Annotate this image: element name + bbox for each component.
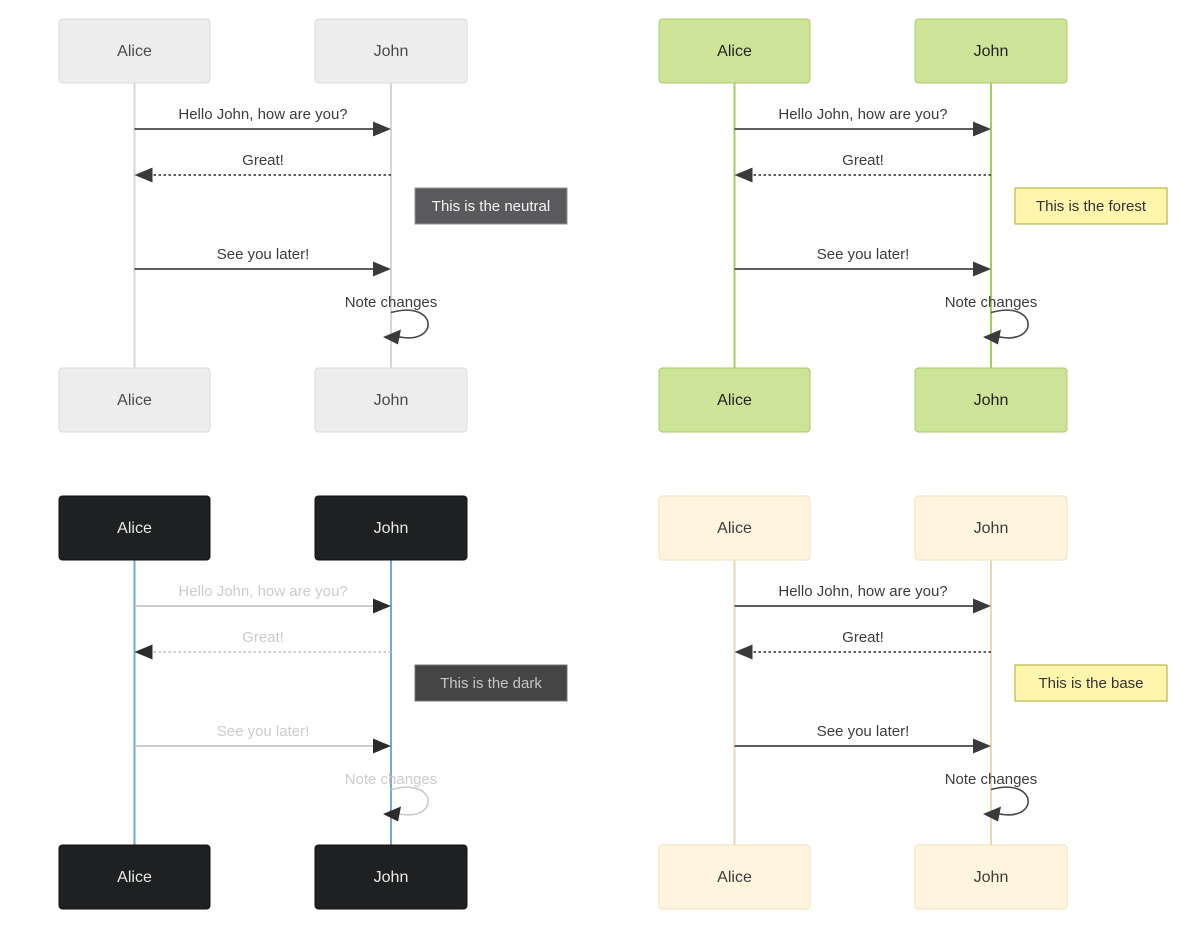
actor-box-alice-top bbox=[658, 495, 811, 561]
self-message-label: Note changes bbox=[345, 294, 438, 311]
actor-label-john-bottom: John bbox=[974, 869, 1009, 886]
self-message-label: Note changes bbox=[945, 294, 1038, 311]
actor-box-john-top bbox=[314, 495, 468, 561]
note-box bbox=[414, 187, 568, 225]
message-label-great: Great! bbox=[242, 152, 284, 169]
message-label-hello: Hello John, how are you? bbox=[778, 583, 947, 600]
self-loop-arrow bbox=[990, 309, 1029, 339]
arrowhead-right-icon bbox=[973, 261, 991, 277]
actor-box-alice-bottom bbox=[658, 844, 811, 910]
sequence-diagram-dark: Alice John Hello John, how are you? Grea… bbox=[0, 477, 600, 939]
message-label-hello: Hello John, how are you? bbox=[178, 583, 347, 600]
message-label-later: See you later! bbox=[217, 723, 310, 740]
note-label: This is the dark bbox=[440, 675, 542, 692]
actor-box-alice-bottom bbox=[58, 367, 211, 433]
actor-label-john-top: John bbox=[374, 520, 409, 537]
actor-box-john-top bbox=[914, 495, 1068, 561]
note-label: This is the neutral bbox=[432, 198, 550, 215]
actor-label-john-top: John bbox=[974, 520, 1009, 537]
actor-box-alice-top bbox=[658, 18, 811, 84]
arrowhead-left-icon bbox=[134, 644, 153, 660]
arrowhead-right-icon bbox=[973, 738, 991, 754]
note-box bbox=[1014, 664, 1168, 702]
message-label-great: Great! bbox=[842, 152, 884, 169]
note-label: This is the forest bbox=[1036, 198, 1147, 215]
actor-label-alice-top: Alice bbox=[717, 43, 752, 60]
message-label-hello: Hello John, how are you? bbox=[778, 106, 947, 123]
actor-label-alice-bottom: Alice bbox=[717, 869, 752, 886]
arrowhead-loop-icon bbox=[983, 806, 1001, 822]
self-message-label: Note changes bbox=[945, 771, 1038, 788]
sequence-diagram-neutral: Alice John Hello John, how are you? Grea… bbox=[0, 0, 600, 470]
actor-box-john-top bbox=[314, 18, 468, 84]
actor-box-john-top bbox=[914, 18, 1068, 84]
message-label-great: Great! bbox=[842, 629, 884, 646]
actor-box-alice-top bbox=[58, 18, 211, 84]
arrowhead-left-icon bbox=[134, 167, 153, 183]
actor-label-john-top: John bbox=[974, 43, 1009, 60]
actor-box-john-bottom bbox=[914, 844, 1068, 910]
actor-label-alice-top: Alice bbox=[117, 520, 152, 537]
sequence-diagram-base: Alice John Hello John, how are you? Grea… bbox=[600, 477, 1200, 939]
actor-label-john-bottom: John bbox=[974, 392, 1009, 409]
actor-box-alice-top bbox=[58, 495, 211, 561]
actor-box-john-bottom bbox=[314, 844, 468, 910]
actor-label-alice-top: Alice bbox=[117, 43, 152, 60]
note-label: This is the base bbox=[1038, 675, 1143, 692]
self-loop-arrow bbox=[390, 309, 429, 339]
arrowhead-right-icon bbox=[373, 738, 391, 754]
actor-label-john-bottom: John bbox=[374, 869, 409, 886]
self-message-label: Note changes bbox=[345, 771, 438, 788]
arrowhead-loop-icon bbox=[383, 329, 401, 345]
sequence-diagram-forest: Alice John Hello John, how are you? Grea… bbox=[600, 0, 1200, 470]
actor-label-alice-bottom: Alice bbox=[117, 869, 152, 886]
arrowhead-right-icon bbox=[973, 121, 991, 137]
arrowhead-left-icon bbox=[734, 167, 753, 183]
arrowhead-loop-icon bbox=[983, 329, 1001, 345]
actor-box-john-bottom bbox=[914, 367, 1068, 433]
message-label-hello: Hello John, how are you? bbox=[178, 106, 347, 123]
actor-label-alice-top: Alice bbox=[717, 520, 752, 537]
actor-box-alice-bottom bbox=[58, 844, 211, 910]
message-label-great: Great! bbox=[242, 629, 284, 646]
actor-box-alice-bottom bbox=[658, 367, 811, 433]
message-label-later: See you later! bbox=[217, 246, 310, 263]
note-box bbox=[1014, 187, 1168, 225]
message-label-later: See you later! bbox=[817, 723, 910, 740]
note-box bbox=[414, 664, 568, 702]
arrowhead-right-icon bbox=[373, 598, 391, 614]
actor-label-john-top: John bbox=[374, 43, 409, 60]
sequence-diagram-neutral-svg: Alice John Hello John, how are you? Grea… bbox=[58, 18, 568, 433]
arrowhead-left-icon bbox=[734, 644, 753, 660]
sequence-diagram-base-svg: Alice John Hello John, how are you? Grea… bbox=[658, 495, 1168, 910]
actor-box-john-bottom bbox=[314, 367, 468, 433]
self-loop-arrow bbox=[390, 786, 429, 816]
self-loop-arrow bbox=[990, 786, 1029, 816]
sequence-diagram-dark-svg: Alice John Hello John, how are you? Grea… bbox=[58, 495, 568, 910]
actor-label-alice-bottom: Alice bbox=[717, 392, 752, 409]
actor-label-alice-bottom: Alice bbox=[117, 392, 152, 409]
arrowhead-right-icon bbox=[973, 598, 991, 614]
sequence-diagram-forest-svg: Alice John Hello John, how are you? Grea… bbox=[658, 18, 1168, 433]
actor-label-john-bottom: John bbox=[374, 392, 409, 409]
arrowhead-right-icon bbox=[373, 261, 391, 277]
arrowhead-right-icon bbox=[373, 121, 391, 137]
arrowhead-loop-icon bbox=[383, 806, 401, 822]
message-label-later: See you later! bbox=[817, 246, 910, 263]
